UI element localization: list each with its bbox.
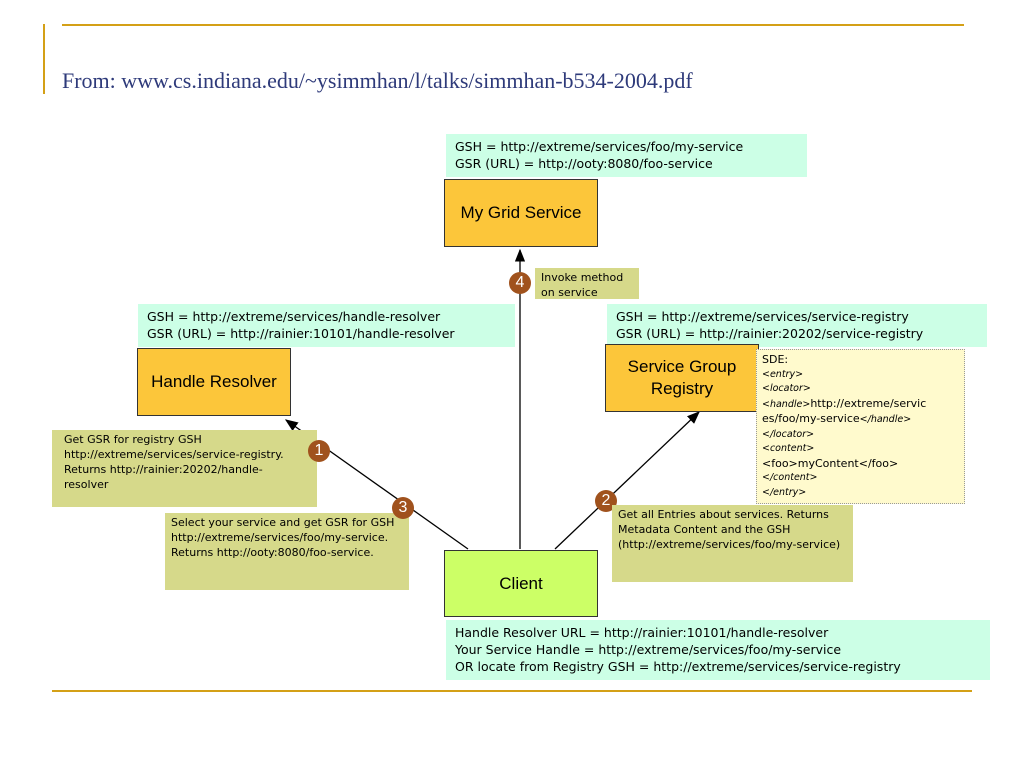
step-4-number: 4 (515, 274, 525, 291)
registry-label-line1: Service Group (627, 357, 737, 376)
sde-label: SDE: (762, 353, 789, 366)
handle-resolver-node: Handle Resolver (137, 348, 291, 416)
sde-handle-value-a: http://extreme/servic (810, 396, 927, 410)
client-handle-resolver-url: Handle Resolver URL = http://rainier:101… (455, 625, 829, 640)
sde-handle-open: <handle> (762, 398, 811, 410)
my-service-gsh: GSH = http://extreme/services/foo/my-ser… (455, 139, 744, 154)
step-3-badge: 3 (392, 497, 414, 519)
step-3-number: 3 (398, 499, 408, 516)
step-1-text: Get GSR for registry GSH http://extreme/… (64, 433, 284, 491)
step-3-text: Select your service and get GSR for GSH … (171, 516, 395, 559)
registry-gsh: GSH = http://extreme/services/service-re… (616, 309, 909, 324)
top-rule (62, 24, 964, 26)
registry-gsr: GSR (URL) = http://rainier:20202/service… (616, 326, 924, 341)
my-grid-service-label: My Grid Service (460, 203, 582, 222)
sde-box: SDE: <entry> <locator> <handle>http://ex… (756, 349, 965, 504)
bottom-rule (52, 690, 972, 692)
step-1-badge: 1 (308, 440, 330, 462)
step-4-text: Invoke method on service (541, 271, 624, 299)
slide-title: From: www.cs.indiana.edu/~ysimmhan/l/tal… (62, 68, 693, 93)
sde-handle-close: </handle> (859, 414, 912, 425)
client-label: Client (499, 573, 543, 593)
arrow-to-registry (554, 411, 700, 550)
registry-label-line2: Registry (650, 379, 714, 398)
client-registry-gsh: OR locate from Registry GSH = http://ext… (455, 659, 901, 674)
registry-info-box: GSH = http://extreme/services/service-re… (607, 304, 987, 347)
handle-resolver-gsh: GSH = http://extreme/services/handle-res… (147, 309, 441, 324)
my-service-gsr: GSR (URL) = http://ooty:8080/foo-service (455, 156, 713, 171)
client-info-box: Handle Resolver URL = http://rainier:101… (446, 620, 990, 680)
step-1-number: 1 (314, 442, 324, 459)
handle-resolver-gsr: GSR (URL) = http://rainier:10101/handle-… (147, 326, 455, 341)
sde-entry-close: </entry> (762, 486, 807, 498)
sde-content-close: </content> (762, 472, 818, 483)
step-4-badge: 4 (509, 272, 531, 294)
sde-locator-open: <locator> (762, 383, 811, 394)
sde-locator-close: </locator> (762, 428, 815, 440)
client-service-handle: Your Service Handle = http://extreme/ser… (455, 642, 842, 657)
left-rule (43, 24, 45, 94)
step-2-number: 2 (601, 492, 611, 509)
step-2-text: Get all Entries about services. Returns … (618, 508, 841, 551)
handle-resolver-info-box: GSH = http://extreme/services/handle-res… (138, 304, 515, 347)
my-service-info-box: GSH = http://extreme/services/foo/my-ser… (446, 134, 807, 177)
sde-handle-value-b: es/foo/my-service (762, 412, 860, 425)
my-grid-service-node: My Grid Service (444, 179, 598, 247)
service-group-registry-node: Service Group Registry (605, 344, 759, 412)
step-1-box: Get GSR for registry GSH http://extreme/… (52, 430, 317, 507)
handle-resolver-label: Handle Resolver (151, 372, 277, 391)
sde-foo-content: <foo>myContent</foo> (762, 456, 899, 470)
step-4-box: Invoke method on service (535, 268, 639, 299)
sde-content-open: <content> (762, 443, 815, 454)
client-node: Client (444, 550, 598, 617)
step-2-box: Get all Entries about services. Returns … (612, 505, 853, 582)
sde-entry-open: <entry> (762, 368, 804, 380)
step-3-box: Select your service and get GSR for GSH … (165, 513, 409, 590)
step-2-badge: 2 (595, 490, 617, 512)
